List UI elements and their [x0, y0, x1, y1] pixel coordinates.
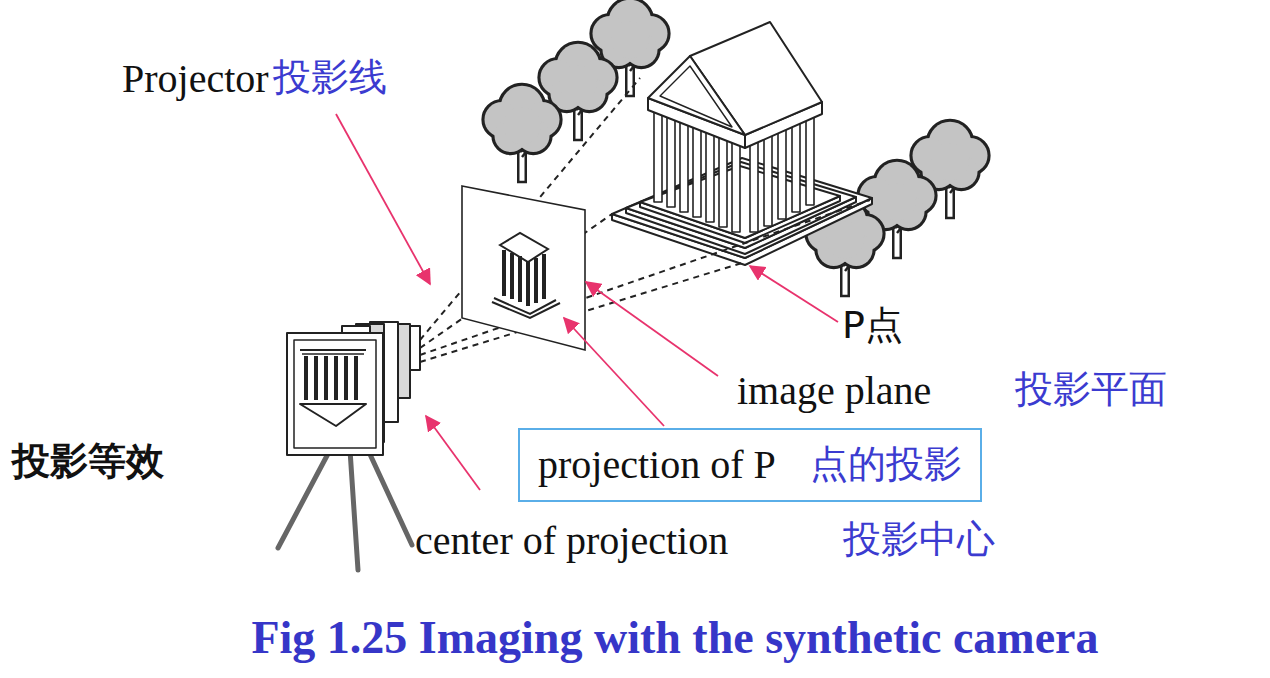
- label-text: Projector: [122, 56, 269, 102]
- label-text-cn: 投影平面: [1015, 368, 1167, 412]
- callout-text: projection of P: [538, 442, 776, 488]
- callout-box: projection of P 点的投影: [518, 428, 982, 502]
- label-text: center of projection: [415, 518, 728, 564]
- figure-caption: Fig 1.25 Imaging with the synthetic came…: [251, 612, 1098, 665]
- label-text: image plane: [737, 368, 931, 414]
- callout-text-cn: 点的投影: [810, 443, 962, 487]
- temple: [612, 22, 872, 265]
- label-text-cn: 投影中心: [843, 518, 995, 562]
- camera: [278, 322, 420, 570]
- image-plane: [462, 186, 585, 350]
- point-label: P点: [842, 304, 903, 348]
- projector-lines: [420, 78, 870, 362]
- label-text-cn: 投影线: [273, 56, 387, 100]
- side-heading: 投影等效: [12, 440, 164, 484]
